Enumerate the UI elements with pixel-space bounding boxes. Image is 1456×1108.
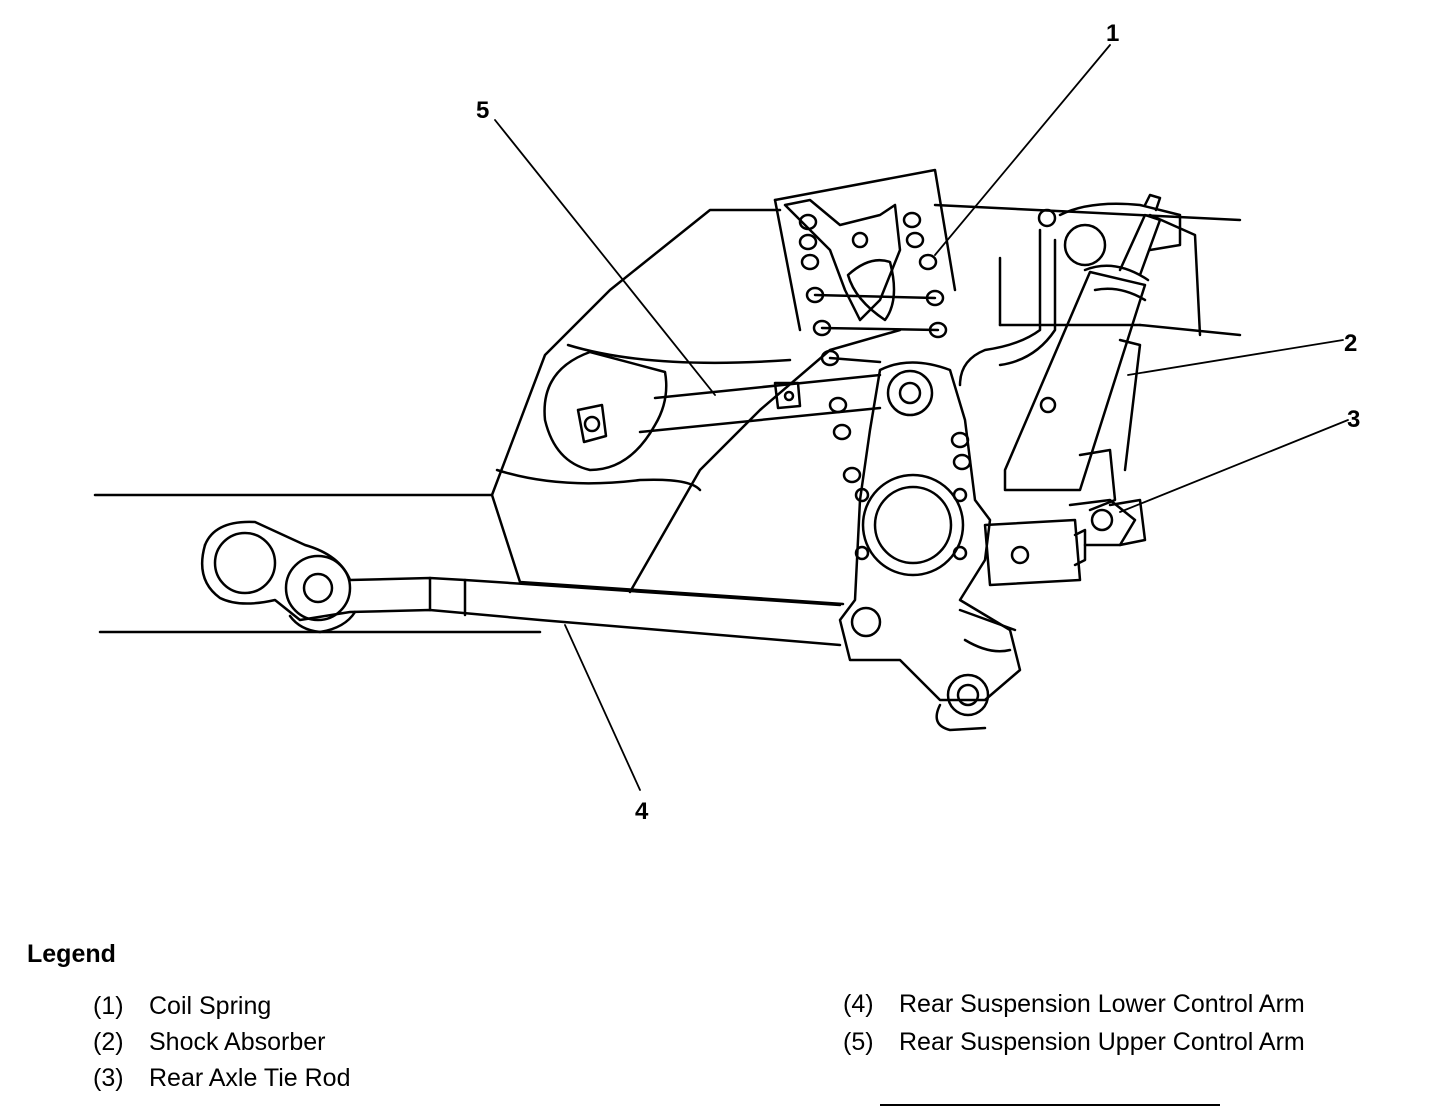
legend-item-label: Rear Axle Tie Rod: [149, 1064, 351, 1092]
legend-item-number: (5): [843, 1028, 874, 1056]
leader-line-1: [934, 44, 1111, 256]
upper-control-arm: [543, 350, 882, 472]
callout-4: 4: [635, 798, 649, 825]
callout-1: 1: [1106, 20, 1120, 47]
legend-item-number: (2): [93, 1028, 124, 1056]
callout-3: 3: [1347, 406, 1361, 433]
legend-item: (4) Rear Suspension Lower Control Arm: [843, 990, 1305, 1019]
tie-rod-mount: [958, 498, 1147, 653]
legend-item-label: Coil Spring: [149, 992, 272, 1020]
leader-lines: [494, 44, 1349, 791]
legend-item-number: (4): [843, 990, 874, 1018]
leader-line-2: [1127, 339, 1344, 376]
legend-item: (1) Coil Spring: [93, 992, 271, 1021]
callout-5: 5: [476, 97, 490, 124]
coil-spring: [773, 168, 972, 484]
legend-item-label: Rear Suspension Lower Control Arm: [899, 990, 1305, 1018]
callout-2: 2: [1344, 330, 1358, 357]
legend-item: (5) Rear Suspension Upper Control Arm: [843, 1028, 1305, 1057]
legend-item-number: (3): [93, 1064, 124, 1092]
footer-rule: [880, 1104, 1220, 1106]
legend-item-number: (1): [93, 992, 124, 1020]
body-outline: [93, 203, 1242, 634]
legend-item: (2) Shock Absorber: [93, 1028, 326, 1057]
leader-line-3: [1119, 419, 1349, 513]
leader-line-5: [494, 119, 716, 396]
knuckle-hub: [838, 361, 1022, 732]
legend-item: (3) Rear Axle Tie Rod: [93, 1064, 351, 1093]
spring-coils-left: [798, 213, 862, 484]
legend-title: Legend: [27, 940, 116, 968]
leader-line-4: [564, 624, 641, 791]
legend-item-label: Shock Absorber: [149, 1028, 326, 1056]
lower-control-arm: [200, 520, 842, 647]
legend-item-label: Rear Suspension Upper Control Arm: [899, 1028, 1305, 1056]
shock-absorber: [958, 193, 1182, 512]
